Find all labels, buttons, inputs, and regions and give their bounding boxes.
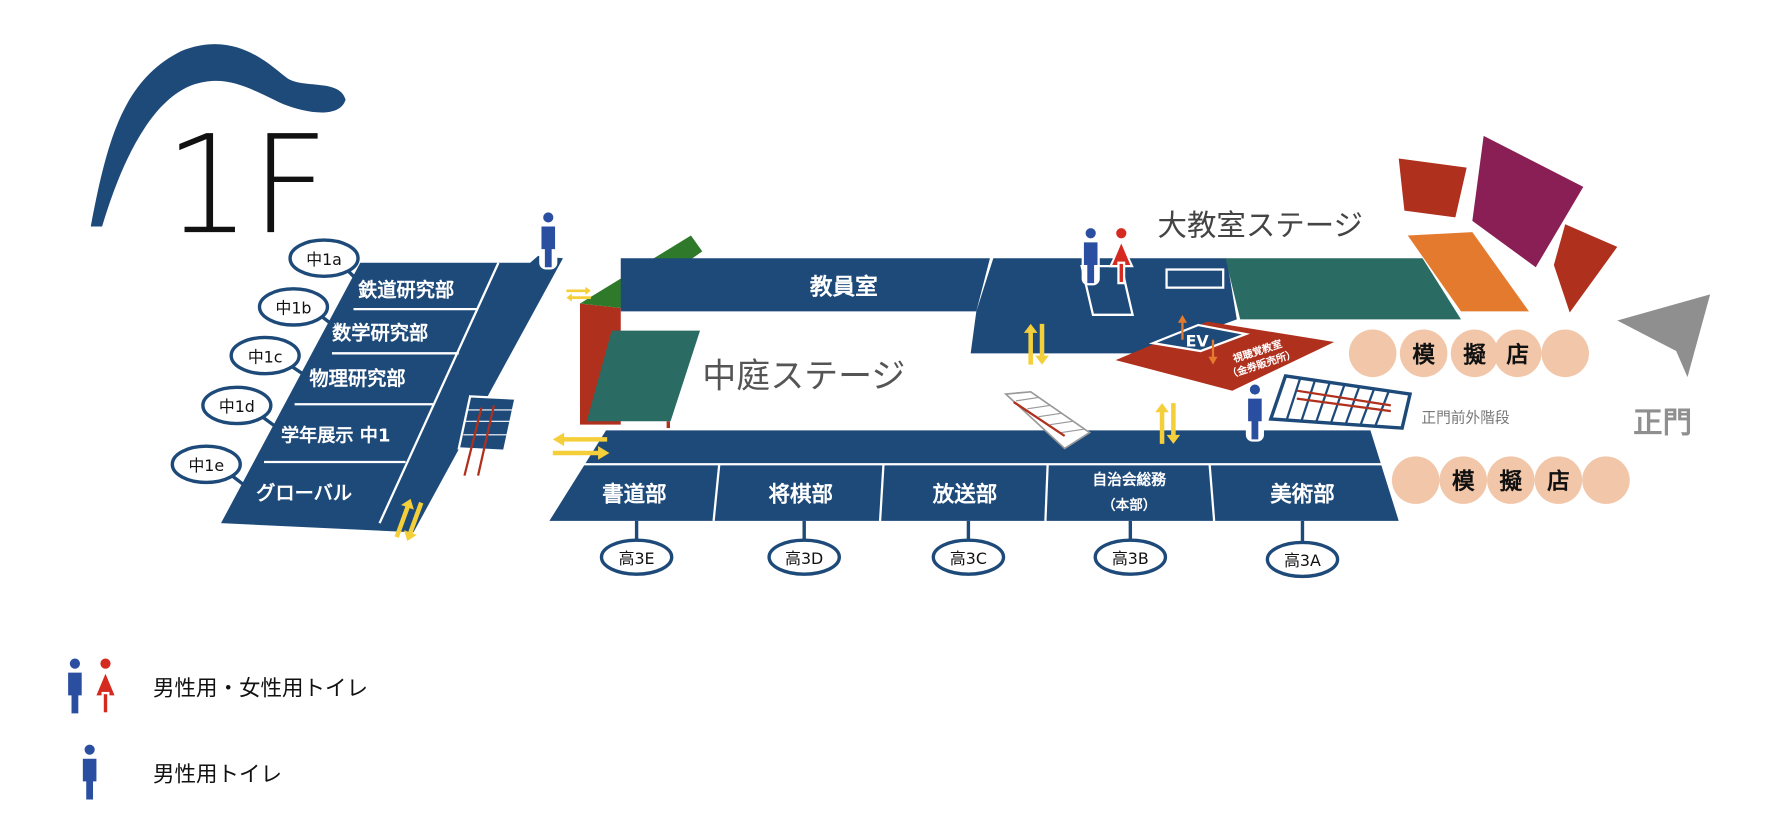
stairs-arrows [390, 286, 1181, 544]
courtyard-stage-label: 中庭ステージ [702, 356, 905, 396]
tag-ko3a: 高3A [1284, 551, 1321, 570]
room-tags-bottom [599, 520, 1340, 579]
right-block [970, 258, 1237, 354]
entrance-decor [1398, 135, 1711, 378]
floor-label: 1F [164, 107, 329, 265]
tag-ko3c: 高3C [950, 549, 987, 568]
tag-chu1e: 中1e [188, 456, 224, 475]
stairs-middle [1003, 390, 1092, 450]
stalls-row-2 [1391, 456, 1630, 504]
room-tetsudo: 鉄道研究部 [358, 279, 454, 302]
female-toilet-icon [91, 654, 120, 715]
room-butsuri: 物理研究部 [309, 367, 405, 390]
room-outline [1165, 268, 1225, 289]
room-tags-left [170, 238, 362, 487]
main-gate-label: 正門 [1633, 406, 1692, 440]
stall-char: 店 [1506, 342, 1529, 368]
tag-chu1d: 中1d [219, 397, 255, 416]
male-toilet-icon [80, 741, 99, 802]
front-stairs-label: 正門前外階段 [1421, 409, 1510, 426]
tag-chu1b: 中1b [275, 299, 311, 318]
tag-ko3d: 高3D [785, 549, 823, 568]
staff-room [620, 258, 990, 312]
male-toilet-icon [1081, 225, 1100, 286]
tag-ko3b: 高3B [1112, 549, 1149, 568]
male-toilet-icon [65, 655, 84, 716]
room-global: グローバル [256, 481, 352, 504]
large-classroom-stage-label: 大教室ステージ [1158, 209, 1363, 243]
ev-label: EV [1186, 332, 1210, 351]
large-classroom-stage [1225, 258, 1462, 320]
tag-chu1c: 中1c [248, 347, 283, 366]
tag-chu1a: 中1a [306, 250, 342, 269]
stalls-row-1 [1348, 329, 1589, 378]
front-outside-stairs [1268, 374, 1413, 430]
room-shodo: 書道部 [602, 482, 667, 508]
room-dividers [562, 463, 1385, 522]
stall-char: 模 [1412, 342, 1435, 368]
stall-char: 模 [1452, 469, 1475, 495]
bottom-corridor [549, 430, 1399, 521]
stall-char: 擬 [1500, 468, 1523, 495]
male-toilet-icon [539, 209, 558, 270]
stairs-left [457, 395, 517, 476]
room-bijutsu: 美術部 [1270, 482, 1335, 508]
room-gakunen: 学年展示 中1 [281, 425, 390, 447]
legend-label-both: 男性用・女性用トイレ [153, 676, 368, 701]
male-toilet-icon [1245, 381, 1264, 442]
stall-char: 店 [1547, 469, 1570, 495]
room-jichikai-sub: （本部） [1102, 497, 1156, 514]
room-hoso: 放送部 [932, 482, 998, 508]
staff-room-label: 教員室 [810, 273, 878, 300]
av-room [1115, 314, 1335, 391]
legend-label-male: 男性用トイレ [153, 762, 282, 787]
floor-logo: 1F [90, 44, 346, 265]
room-jichikai: 自治会総務 [1092, 471, 1167, 489]
restroom-area [1080, 264, 1135, 316]
room-sugaku: 数学研究部 [332, 322, 428, 345]
room-shogi: 将棋部 [769, 482, 834, 508]
tag-ko3e: 高3E [619, 549, 655, 568]
left-wing [220, 255, 563, 533]
stall-char: 擬 [1463, 341, 1486, 368]
legend: 男性用・女性用トイレ 男性用トイレ [65, 654, 368, 802]
